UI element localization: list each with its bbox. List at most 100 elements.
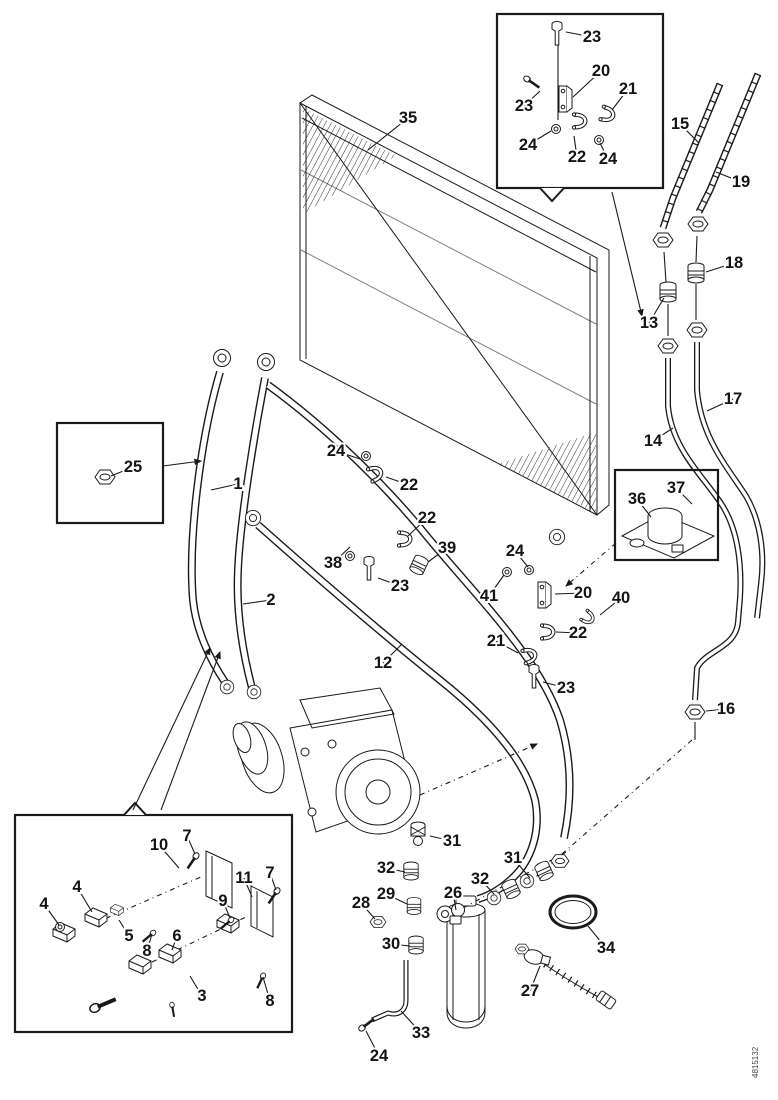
callout-label-22: 22 (569, 624, 587, 642)
assembly-line (92, 875, 204, 925)
callout-label-32: 32 (471, 870, 489, 888)
part-oring (548, 894, 598, 930)
callout-leader (367, 117, 409, 151)
callout-leader (679, 123, 700, 144)
callout-label-29: 29 (377, 885, 395, 903)
callout-leader (705, 262, 735, 273)
part-washer (551, 124, 561, 134)
callout-label-17: 17 (724, 390, 742, 408)
condenser (299, 94, 610, 516)
inset-bottomleft-pointer (123, 801, 147, 816)
part-screw (253, 970, 268, 991)
callout-label-20: 20 (574, 584, 592, 602)
callout-leader (382, 643, 403, 664)
part-washer (594, 135, 604, 145)
valve-plate-assembly (620, 507, 716, 559)
callout-label-3: 3 (197, 987, 206, 1005)
callout-label-26: 26 (444, 884, 462, 902)
part-hexnut (514, 943, 530, 955)
callout-leader (675, 487, 693, 505)
callout-label-27: 27 (521, 982, 539, 1000)
callout-leader (158, 844, 180, 869)
part-fitting (687, 262, 705, 284)
callout-leader (76, 886, 93, 913)
callout-label-38: 38 (324, 554, 342, 572)
part-clamp (539, 623, 556, 641)
callout-label-23: 23 (583, 28, 601, 46)
callout-leader (110, 466, 134, 477)
callout-label-32: 32 (377, 859, 395, 877)
drier-pipe-33 (370, 960, 409, 1023)
callout-leader (146, 933, 153, 952)
callout-label-24: 24 (327, 442, 346, 460)
part-screw (183, 850, 202, 872)
part-clamp (396, 530, 413, 548)
part-hexnut (94, 469, 116, 485)
callout-leader (573, 135, 578, 158)
callout-label-15: 15 (671, 115, 689, 133)
condenser-fins-bottomright (498, 432, 596, 513)
compressor (232, 687, 421, 835)
callout-label-30: 30 (382, 935, 400, 953)
callout-leader (262, 976, 271, 1002)
callout-label-31: 31 (443, 832, 461, 850)
callout-leader (488, 574, 505, 597)
callout-label-40: 40 (612, 589, 630, 607)
callout-label-4: 4 (72, 878, 82, 896)
callout-leader (269, 872, 277, 891)
part-elbow (219, 679, 235, 695)
callout-leader (222, 900, 231, 919)
part-bolt (551, 21, 563, 46)
callout-label-25: 25 (124, 458, 142, 476)
callout-leader (400, 1010, 422, 1034)
callout-label-2: 2 (266, 591, 275, 609)
callout-leader (529, 965, 541, 992)
part-washer (55, 922, 65, 932)
callout-label-11: 11 (235, 869, 252, 887)
part-bolt (363, 556, 375, 581)
callout-leader (332, 546, 351, 564)
condenser-front-face (299, 102, 598, 516)
callout-label-28: 28 (352, 894, 370, 912)
callout-leader (427, 547, 448, 563)
part-bracket (558, 85, 573, 113)
callout-label-6: 6 (172, 927, 181, 945)
part-screw (168, 1000, 178, 1019)
condenser-fins-topleft (303, 108, 396, 214)
inset-top-pointer (539, 187, 565, 203)
part-fitting (659, 281, 677, 303)
callout-label-20: 20 (592, 62, 610, 80)
callout-leader (452, 892, 457, 911)
refrigerant-tubes (659, 72, 766, 701)
callout-leader (648, 297, 665, 324)
part-hexnut (652, 232, 674, 248)
part-block (110, 903, 124, 916)
callout-label-23: 23 (557, 679, 575, 697)
callout-label-1: 1 (233, 475, 242, 493)
part-hexnut (369, 916, 387, 928)
inset-box-valve-plate (613, 468, 720, 562)
callout-label-36: 36 (628, 490, 646, 508)
part-fitting (533, 859, 555, 883)
callout-leader (186, 835, 196, 855)
part-block (158, 943, 182, 964)
drawing-number: 4815132 (751, 1046, 760, 1078)
callout-label-23: 23 (391, 577, 409, 595)
callout-leader (611, 88, 629, 111)
part-elbow (548, 528, 566, 546)
callout-leader (365, 1030, 380, 1057)
callout-leader (479, 878, 495, 895)
hose-12-lower (255, 522, 541, 903)
tube-19 (695, 72, 762, 214)
callout-leader (715, 171, 742, 183)
part-fitting (408, 553, 430, 577)
part-elbow (246, 684, 262, 700)
callout-label-4: 4 (39, 895, 49, 913)
part-screw (356, 1015, 377, 1034)
callout-label-34: 34 (597, 939, 616, 957)
part-fitting (406, 897, 422, 915)
callout-label-5: 5 (124, 927, 133, 945)
part-fitting (408, 935, 424, 955)
callout-label-10: 10 (150, 836, 168, 854)
assembly-line (611, 191, 644, 318)
